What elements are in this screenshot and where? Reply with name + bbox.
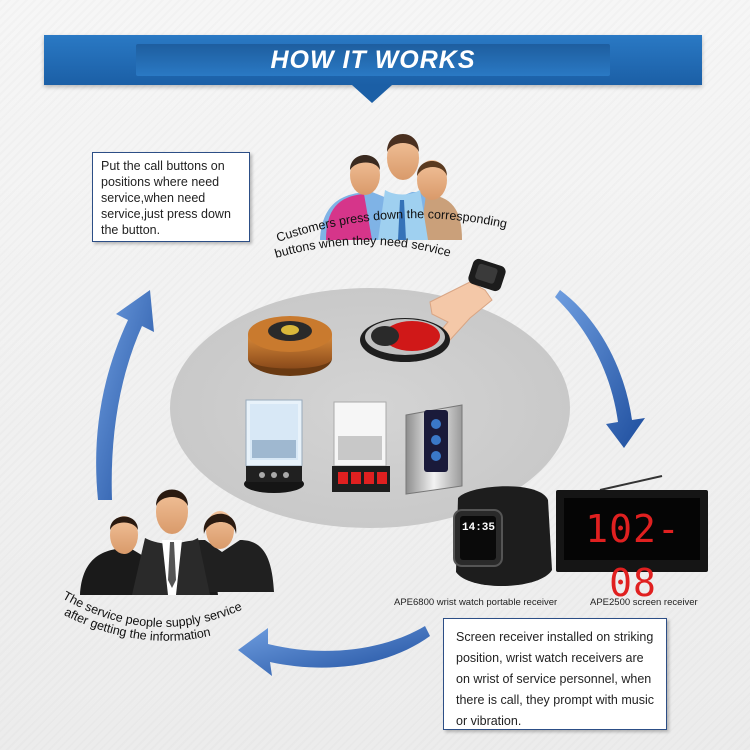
page-title: HOW IT WORKS [270,46,476,74]
menu-holder-left [244,399,304,493]
red-call-button [360,318,450,362]
header-banner: HOW IT WORKS [44,35,702,85]
header-inner: HOW IT WORKS [136,44,610,76]
wood-call-button [248,316,332,376]
silver-transmitter [405,404,463,495]
step-place-buttons-note: Put the call buttons on positions where … [92,152,250,242]
step-receivers-text: Screen receiver installed on striking po… [456,630,654,728]
screen-receiver-label: APE2500 screen receiver [590,597,698,608]
menu-holder-middle [332,401,390,492]
customers-group [320,134,462,240]
wrist-watch-receiver [453,486,552,587]
step-place-buttons-text: Put the call buttons on positions where … [101,159,231,237]
led-number-display: 102-08 [585,507,681,605]
watch-receiver-label: APE6800 wrist watch portable receiver [394,597,558,608]
arrow-right-down [555,290,645,448]
arrow-bottom-left [238,626,430,676]
watch-time-display: 14:35 [462,522,496,534]
arrow-left-up [96,290,154,500]
screen-receiver [556,475,708,572]
service-staff-group [80,489,274,595]
step-receivers-note: Screen receiver installed on striking po… [443,618,667,730]
banner-pointer [352,85,392,103]
pressing-hand [429,258,506,344]
